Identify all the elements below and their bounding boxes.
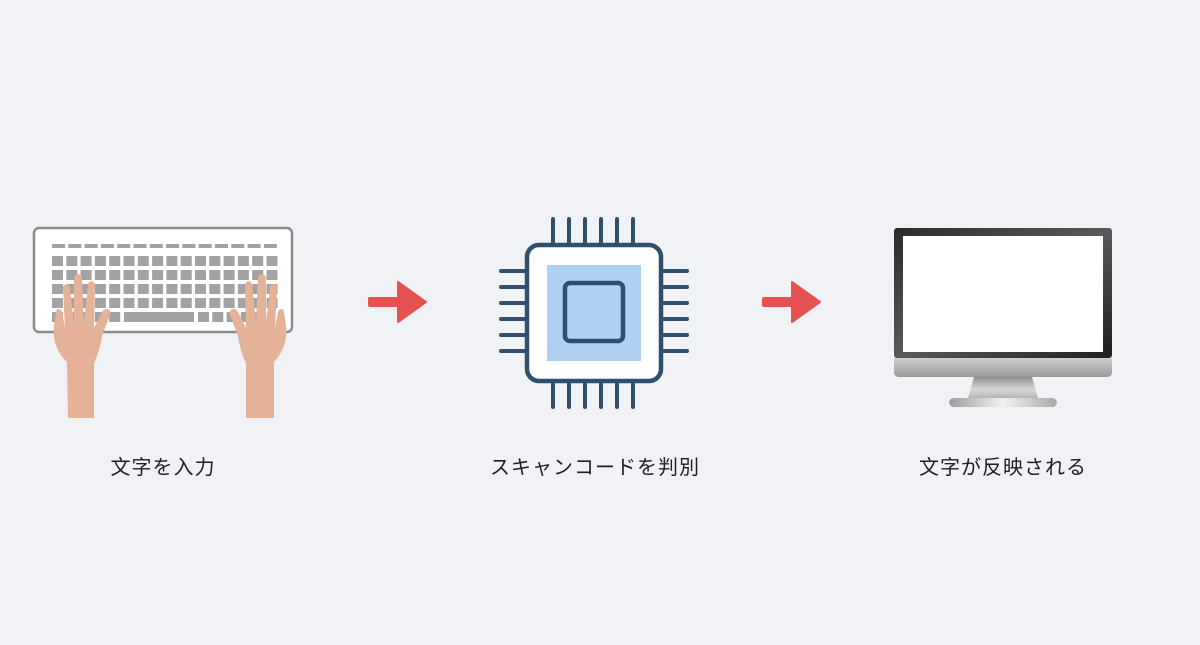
- keyboard-key: [149, 244, 163, 248]
- keyboard-key: [223, 256, 235, 266]
- keyboard-key: [109, 270, 121, 280]
- keyboard-key: [52, 284, 63, 294]
- keyboard-key: [123, 270, 135, 280]
- keyboard-key: [152, 298, 164, 308]
- keyboard-key: [94, 298, 106, 308]
- keyboard-key: [180, 284, 192, 294]
- keyboard-key: [247, 244, 261, 248]
- keyboard-key: [195, 270, 206, 280]
- keyboard-key: [137, 270, 149, 280]
- right-arrow-icon: [762, 281, 821, 323]
- keyboard-key: [152, 256, 164, 266]
- keyboard-key: [223, 270, 235, 280]
- keyboard-key: [198, 244, 212, 248]
- keyboard-key: [195, 284, 206, 294]
- keyboard-key: [123, 256, 135, 266]
- keyboard-key: [166, 244, 180, 248]
- keyboard-key: [80, 256, 92, 266]
- right-arrow-icon: [368, 281, 427, 323]
- keyboard-key: [117, 244, 131, 248]
- keyboard-key: [231, 244, 245, 248]
- keyboard-key: [195, 256, 206, 266]
- keyboard-key: [66, 270, 78, 280]
- keyboard-hands-icon: [32, 226, 294, 418]
- step-caption-scan-code: スキャンコードを判別: [490, 455, 700, 479]
- keyboard-key: [66, 284, 78, 294]
- keyboard-key: [66, 256, 78, 266]
- keyboard-key: [252, 256, 264, 266]
- keyboard-key: [80, 270, 92, 280]
- keyboard-key: [212, 312, 224, 322]
- keyboard-key: [209, 256, 221, 266]
- keyboard-key: [94, 256, 106, 266]
- keyboard-key: [137, 284, 149, 294]
- keyboard-key: [100, 244, 114, 248]
- keyboard-key: [137, 298, 149, 308]
- keyboard-key: [263, 244, 277, 248]
- keyboard-key: [66, 298, 78, 308]
- keyboard-key: [180, 298, 192, 308]
- keyboard-key: [109, 312, 121, 322]
- keyboard-key: [52, 298, 63, 308]
- keyboard-key: [266, 270, 278, 280]
- keyboard-key: [52, 244, 65, 248]
- keyboard-key: [166, 270, 178, 280]
- keyboard-key: [80, 298, 92, 308]
- keyboard-key: [166, 298, 178, 308]
- keyboard-key: [123, 298, 135, 308]
- cpu-chip-icon: [499, 217, 689, 409]
- keyboard-key: [109, 284, 121, 294]
- keyboard-key: [109, 298, 121, 308]
- keyboard-key: [252, 270, 264, 280]
- keyboard-key: [152, 270, 164, 280]
- keyboard-key: [209, 284, 221, 294]
- step-caption-input: 文字を入力: [110, 455, 216, 479]
- keyboard-key: [237, 270, 249, 280]
- keyboard-key: [180, 270, 192, 280]
- step-caption-output: 文字が反映される: [919, 455, 1087, 479]
- keyboard-key: [182, 244, 196, 248]
- keyboard-key: [223, 284, 235, 294]
- keyboard-key: [137, 256, 149, 266]
- keyboard-key: [68, 244, 82, 248]
- keyboard-key: [209, 298, 221, 308]
- keyboard-key: [133, 244, 147, 248]
- keyboard-key: [237, 256, 249, 266]
- keyboard-key: [152, 284, 164, 294]
- keyboard-key: [198, 312, 209, 322]
- keyboard-key: [195, 298, 206, 308]
- keyboard-key: [123, 284, 135, 294]
- keyboard-key: [266, 256, 278, 266]
- keyboard-key: [166, 256, 178, 266]
- keyboard-key: [84, 244, 98, 248]
- keyboard-key: [80, 284, 92, 294]
- keyboard-key: [215, 244, 228, 248]
- keyboard-key: [166, 284, 178, 294]
- keyboard-key: [94, 270, 106, 280]
- keyboard-key: [223, 298, 235, 308]
- keyboard-key: [52, 256, 63, 266]
- keyboard-key: [209, 270, 221, 280]
- keyboard-key: [109, 256, 121, 266]
- keyboard-key: [237, 298, 249, 308]
- keyboard-key: [94, 284, 106, 294]
- keyboard-key: [52, 270, 63, 280]
- keyboard-key: [237, 284, 249, 294]
- keyboard-key: [124, 312, 194, 322]
- keyboard-key: [180, 256, 192, 266]
- monitor-icon: [894, 228, 1112, 407]
